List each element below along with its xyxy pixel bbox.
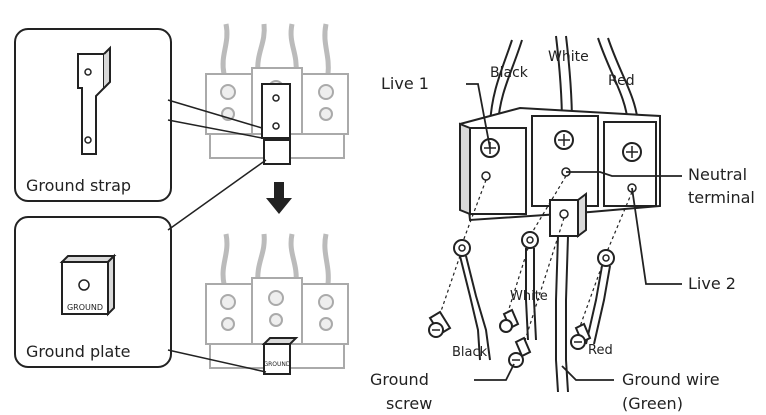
live1-label: Live 1 [381,74,429,93]
neutral-terminal-label-1: Neutral [688,165,748,184]
wire-label-red: Red [608,73,635,89]
ground-strap-label: Ground strap [26,176,132,195]
ground-plate-callout: GROUND Ground plate [14,216,172,368]
small-screws [428,308,592,368]
terminal-screws [480,130,642,162]
ring-terminals [453,231,615,393]
lower-wire-label-red: Red [588,343,613,358]
svg-text:GROUND: GROUND [263,361,290,368]
ground-strap-icon [77,45,111,155]
ground-strap-callout: Ground strap [14,28,172,202]
plate-stamp-text: GROUND [67,303,103,312]
live2-label: Live 2 [688,274,736,293]
ground-plate-icon: GROUND [59,253,117,317]
wire-label-white: White [548,49,589,65]
wire-label-black: Black [490,65,528,81]
ground-wire-label-1: Ground wire [622,370,720,389]
lower-wire-label-white: White [510,289,548,304]
ground-screw-label-1: Ground [370,370,429,389]
ground-plate-label: Ground plate [26,342,131,361]
ground-wire-label-2: (Green) [622,394,683,413]
lower-wire-label-black: Black [452,345,488,360]
ground-screw-label-2: screw [386,394,433,413]
neutral-terminal-label-2: terminal [688,188,755,207]
arrow-down-icon [266,182,292,214]
